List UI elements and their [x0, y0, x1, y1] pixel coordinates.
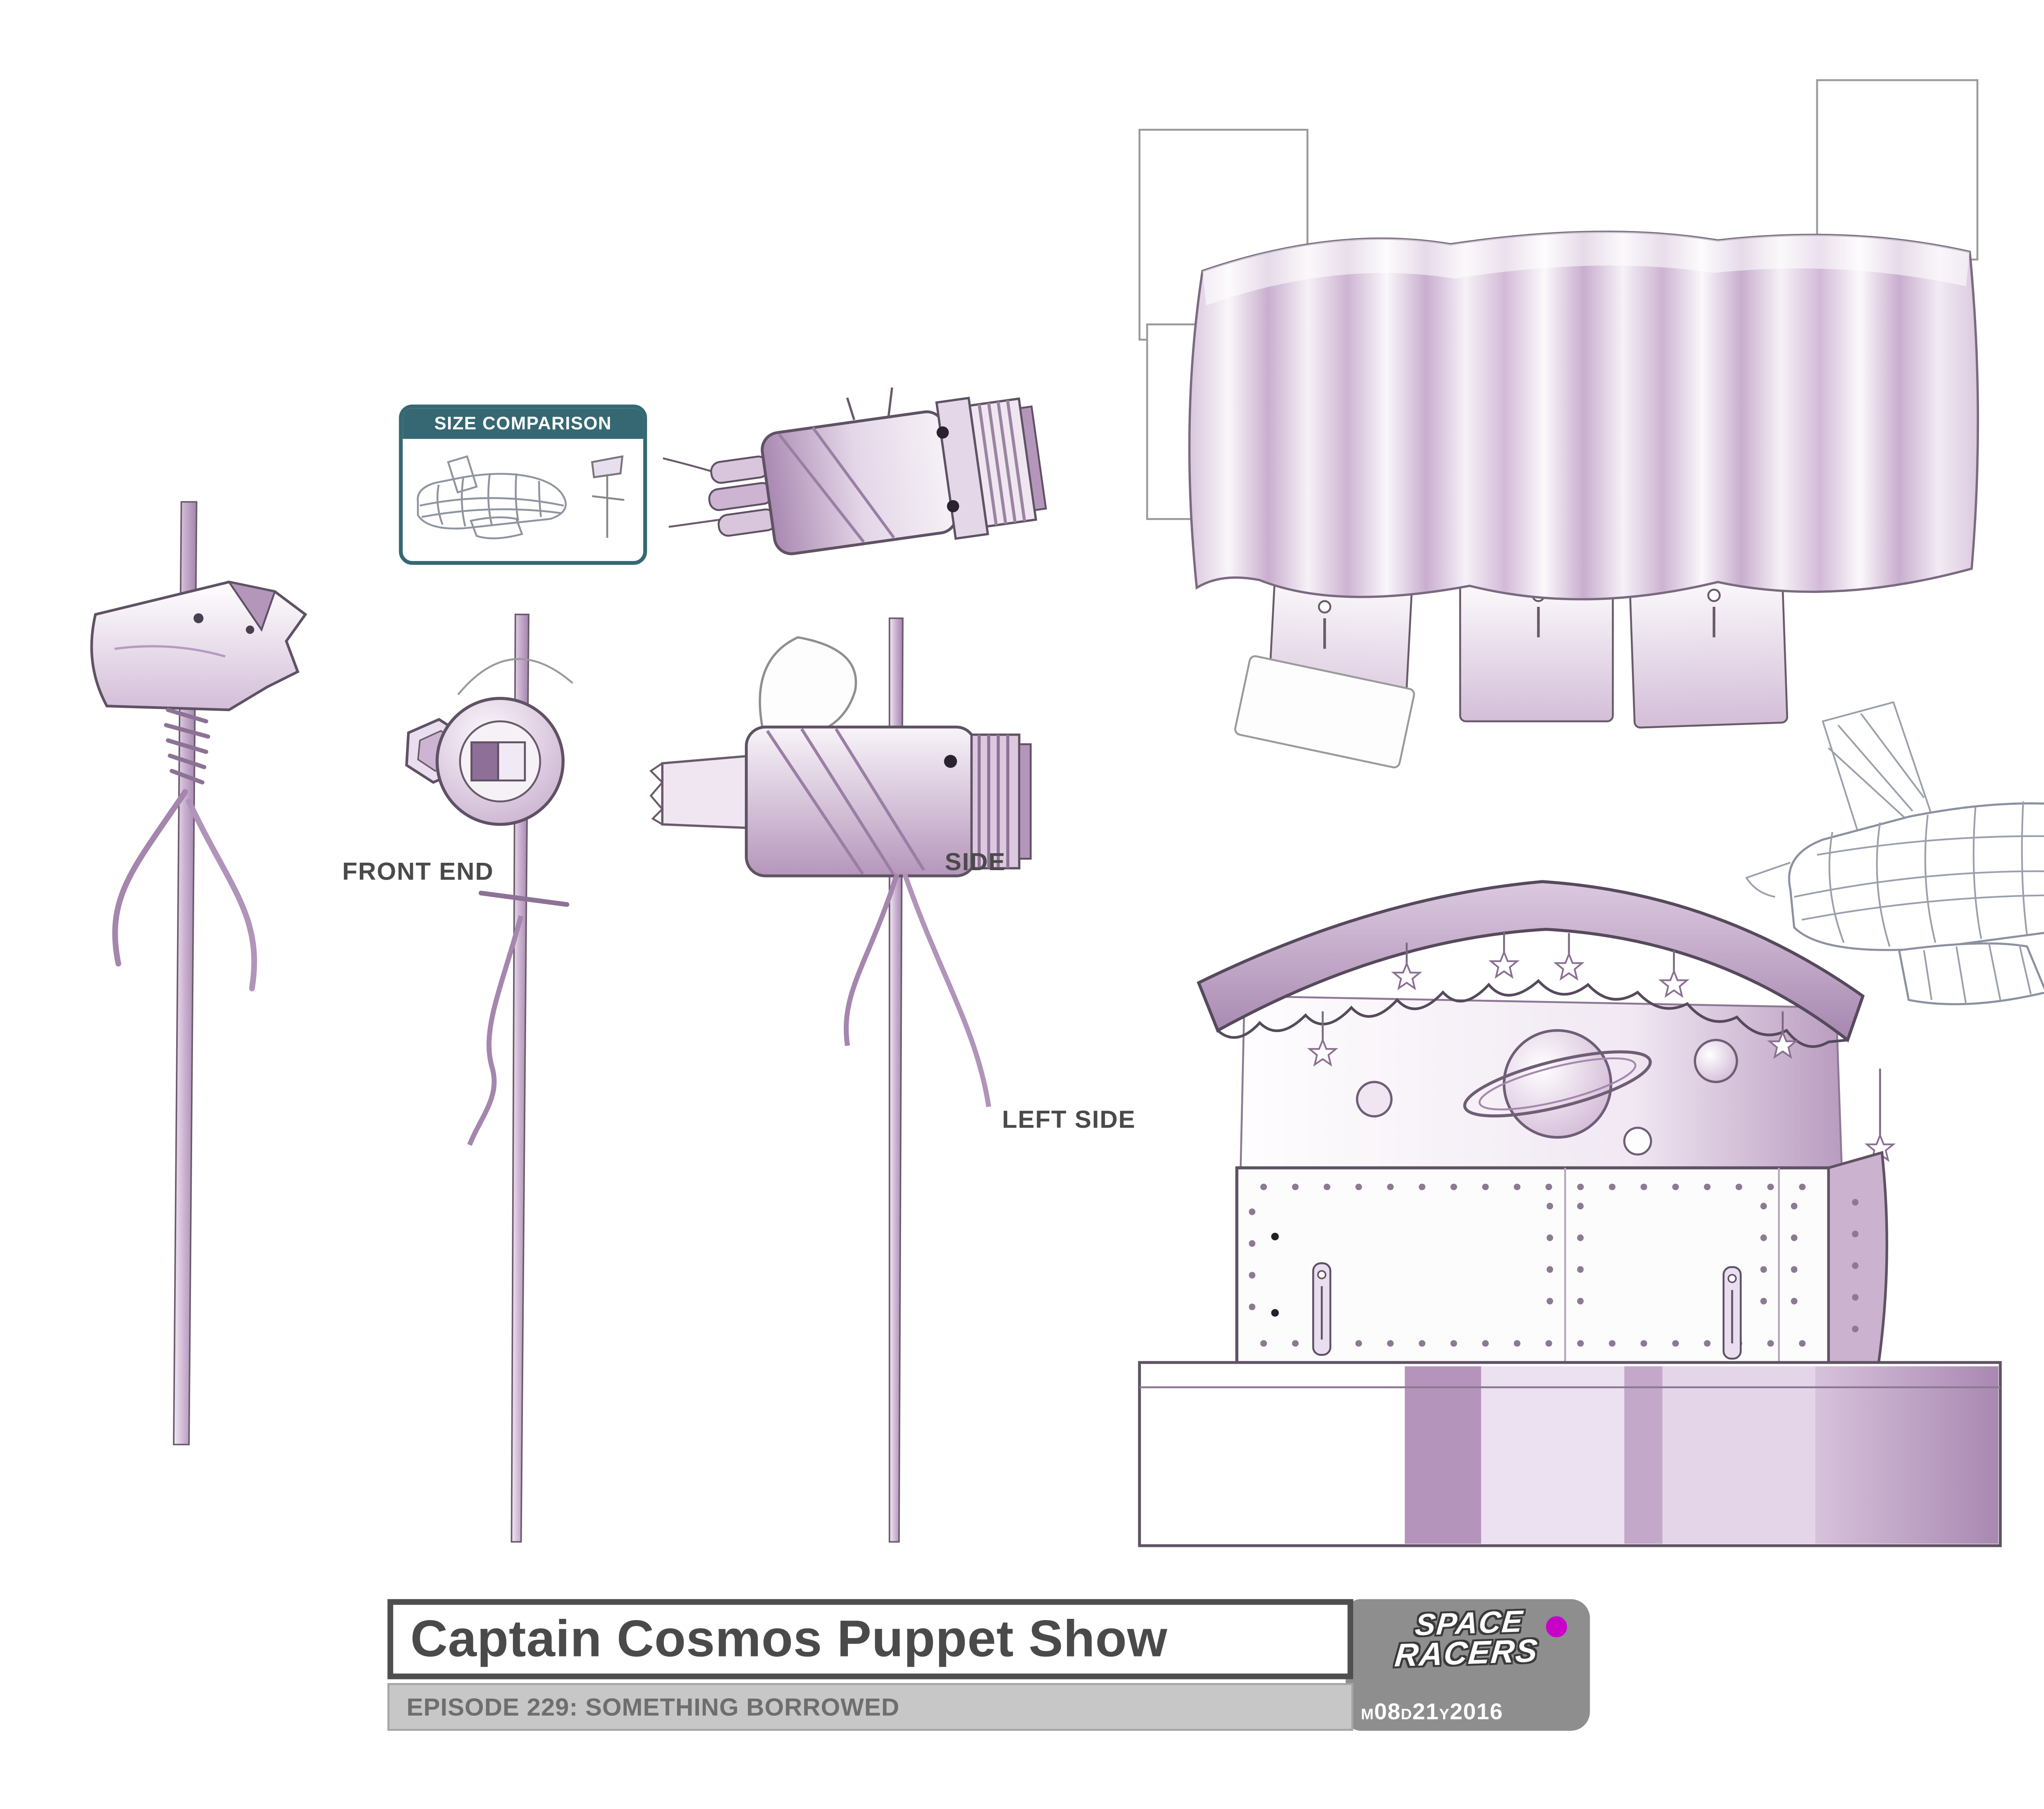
label-front-end: FRONT END	[342, 857, 494, 886]
date-d-label: D	[1401, 1706, 1413, 1724]
wireframe-plane-sketch	[417, 454, 625, 539]
stage-front-view-drawing	[1138, 880, 2002, 1547]
label-left-side-puppet: LEFT SIDE	[1002, 1105, 1136, 1134]
front-end-view-drawing	[405, 613, 574, 1543]
date-year: 2016	[1450, 1698, 1503, 1725]
date-day: 21	[1412, 1698, 1439, 1725]
space-racers-logo-panel: SPACE RACERS M08D21Y2016	[1345, 1599, 1590, 1731]
date-stamp: M08D21Y2016	[1361, 1698, 1503, 1725]
size-comparison-body-1	[403, 438, 643, 556]
episode-title: EPISODE 229: SOMETHING BORROWED	[406, 1692, 900, 1721]
side-view-drawing	[649, 617, 1032, 1543]
thruster-three-quarter-drawing	[663, 387, 1047, 555]
sheet-title: Captain Cosmos Puppet Show	[410, 1609, 1168, 1667]
sheet-title-bar: Captain Cosmos Puppet Show	[387, 1599, 1354, 1679]
color-dot	[1544, 1614, 1569, 1639]
puppet-flag-left-drawing	[90, 501, 307, 1445]
date-m-label: M	[1360, 1706, 1374, 1724]
size-comparison-box-1: SIZE COMPARISON	[399, 404, 647, 565]
size-comparison-title-1: SIZE COMPARISON	[403, 408, 643, 438]
curtain-drawing	[1139, 79, 1979, 768]
title-block: SPACE RACERS M08D21Y2016 Captain Cosmos …	[387, 1599, 1590, 1731]
episode-bar: EPISODE 229: SOMETHING BORROWED	[387, 1683, 1354, 1731]
puppet-sketch	[591, 454, 625, 537]
date-y-label: Y	[1439, 1706, 1450, 1724]
spacecraft-wireframe-drawing	[1745, 701, 2044, 1005]
label-side: SIDE	[945, 847, 1006, 876]
date-month: 08	[1374, 1698, 1401, 1725]
